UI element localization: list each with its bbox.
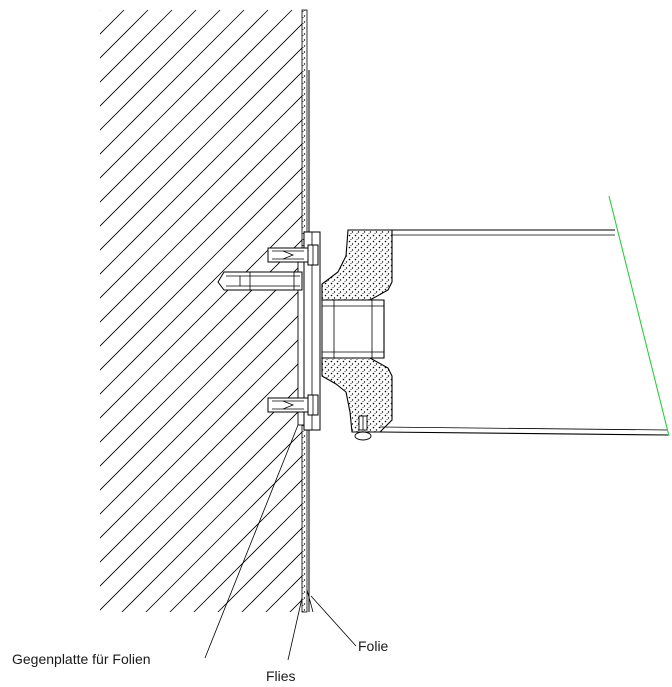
hatch-line: [100, 10, 302, 612]
hatch-line: [100, 10, 125, 612]
anchor-bottom: [267, 394, 319, 416]
hatch-line: [100, 10, 197, 612]
hatch-line: [100, 10, 302, 612]
hatch-line: [100, 10, 101, 612]
label-gegenplatte: Gegenplatte für Folien: [12, 651, 151, 667]
hatch-line: [100, 10, 302, 612]
hatch-line: [100, 10, 302, 612]
hatch-line: [100, 10, 302, 612]
hatch-line: [100, 10, 302, 612]
anchor-middle: [217, 271, 303, 291]
hatch-line: [100, 10, 302, 612]
horizontal-rails: [379, 229, 669, 436]
hatch-line: [100, 10, 302, 612]
hatch-line: [100, 10, 302, 612]
hatch-line: [100, 10, 302, 612]
label-folie: Folie: [358, 638, 389, 654]
anchor-top: [267, 244, 319, 266]
green-edge-line: [608, 195, 670, 437]
hatch-line: [100, 10, 302, 612]
hatch-line: [103, 10, 302, 612]
hatch-line: [100, 10, 173, 612]
hatch-line: [100, 10, 269, 612]
hatch-line: [100, 10, 302, 612]
hatch-line: [100, 10, 302, 612]
hatch-line: [100, 10, 293, 612]
hatch-line: [100, 10, 221, 612]
profile-section: [321, 229, 393, 441]
hatch-line: [127, 10, 302, 612]
wall-hatching: [100, 10, 302, 612]
hatch-line: [100, 10, 245, 612]
hatch-line: [100, 10, 302, 612]
hatch-line: [100, 10, 302, 612]
hatch-line: [100, 10, 302, 612]
hatch-line: [223, 10, 302, 612]
leader-lines: [204, 424, 357, 661]
label-flies: Flies: [266, 668, 296, 684]
hatch-line: [175, 10, 302, 612]
hatch-line: [151, 10, 302, 612]
hatch-line: [100, 10, 302, 612]
